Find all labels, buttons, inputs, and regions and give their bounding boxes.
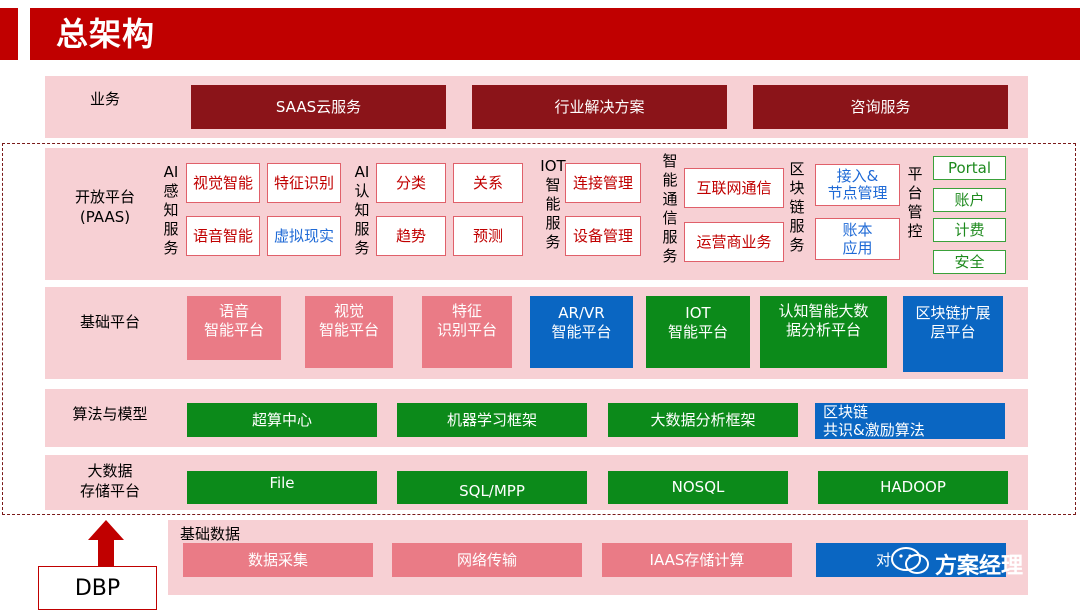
title-bar <box>30 8 1080 60</box>
algorithms-blockchain-consensus: 区块链 共识&激励算法 <box>815 403 1005 439</box>
business-item-saas: SAAS云服务 <box>191 85 446 129</box>
base-platform-arvr: AR/VR 智能平台 <box>530 296 633 368</box>
paas-item-security: 安全 <box>933 250 1006 274</box>
paas-item-classification: 分类 <box>376 163 446 203</box>
paas-item-account: 账户 <box>933 188 1006 212</box>
paas-label: 开放平台 (PAAS) <box>74 188 135 226</box>
paas-group-platform-control-label: 平 台 管 控 <box>907 165 923 240</box>
storage-file: File <box>187 471 377 504</box>
paas-item-ledger-app: 账本 应用 <box>815 218 900 260</box>
title-accent-bar <box>0 8 18 60</box>
base-data-collection: 数据采集 <box>183 543 373 577</box>
algorithms-bigdata-framework: 大数据分析框架 <box>608 403 798 437</box>
wechat-icon <box>890 546 932 576</box>
business-item-consulting: 咨询服务 <box>753 85 1008 129</box>
business-label: 业务 <box>89 90 120 108</box>
paas-item-connection-mgmt: 连接管理 <box>565 163 641 203</box>
watermark-text: 方案经理 <box>935 554 1024 579</box>
paas-item-device-mgmt: 设备管理 <box>565 216 641 256</box>
paas-item-portal: Portal <box>933 156 1006 180</box>
page-title: 总架构 <box>56 15 156 53</box>
paas-item-trend: 趋势 <box>376 216 446 256</box>
algorithms-label: 算法与模型 <box>72 405 148 423</box>
base-platform-vision: 视觉 智能平台 <box>305 296 393 368</box>
base-platform-cognitive-bigdata: 认知智能大数 据分析平台 <box>760 296 887 368</box>
paas-item-node-mgmt: 接入& 节点管理 <box>815 164 900 206</box>
paas-group-blockchain-label: 区 块 链 服 务 <box>789 160 805 254</box>
storage-nosql: NOSQL <box>608 471 788 504</box>
base-data-iaas: IAAS存储计算 <box>602 543 792 577</box>
algorithms-supercomputing: 超算中心 <box>187 403 377 437</box>
paas-item-relation: 关系 <box>453 163 523 203</box>
base-platform-voice: 语音 智能平台 <box>187 296 281 360</box>
dbp-box: DBP <box>38 566 157 610</box>
base-data-label: 基础数据 <box>180 525 241 543</box>
paas-group-iot-label: IOT 智 能 服 务 <box>540 157 566 251</box>
paas-group-communication-label: 智 能 通 信 服 务 <box>662 152 678 265</box>
base-data-network: 网络传输 <box>392 543 582 577</box>
algorithms-ml-framework: 机器学习框架 <box>397 403 587 437</box>
paas-item-prediction: 预测 <box>453 216 523 256</box>
base-platform-label: 基础平台 <box>79 313 140 331</box>
base-platform-blockchain-ext: 区块链扩展 层平台 <box>903 296 1003 372</box>
paas-item-internet-comm: 互联网通信 <box>684 168 784 208</box>
base-platform-iot: IOT 智能平台 <box>646 296 750 368</box>
base-platform-feature: 特征 识别平台 <box>422 296 512 368</box>
storage-hadoop: HADOOP <box>818 471 1008 504</box>
paas-item-billing: 计费 <box>933 218 1006 242</box>
paas-item-virtual-reality: 虚拟现实 <box>267 216 341 256</box>
storage-sql-mpp: SQL/MPP <box>397 471 587 504</box>
paas-group-ai-perception-label: AI 感 知 服 务 <box>163 163 179 257</box>
paas-item-voice: 语音智能 <box>186 216 260 256</box>
platform-dashed-frame <box>2 143 1076 515</box>
paas-item-feature-recognition: 特征识别 <box>267 163 341 203</box>
paas-item-vision: 视觉智能 <box>186 163 260 203</box>
paas-group-ai-cognition-label: AI 认 知 服 务 <box>354 163 370 257</box>
up-arrow-icon <box>86 520 126 570</box>
paas-item-carrier-business: 运营商业务 <box>684 222 784 262</box>
business-item-solutions: 行业解决方案 <box>472 85 727 129</box>
storage-label: 大数据 存储平台 <box>79 462 140 500</box>
